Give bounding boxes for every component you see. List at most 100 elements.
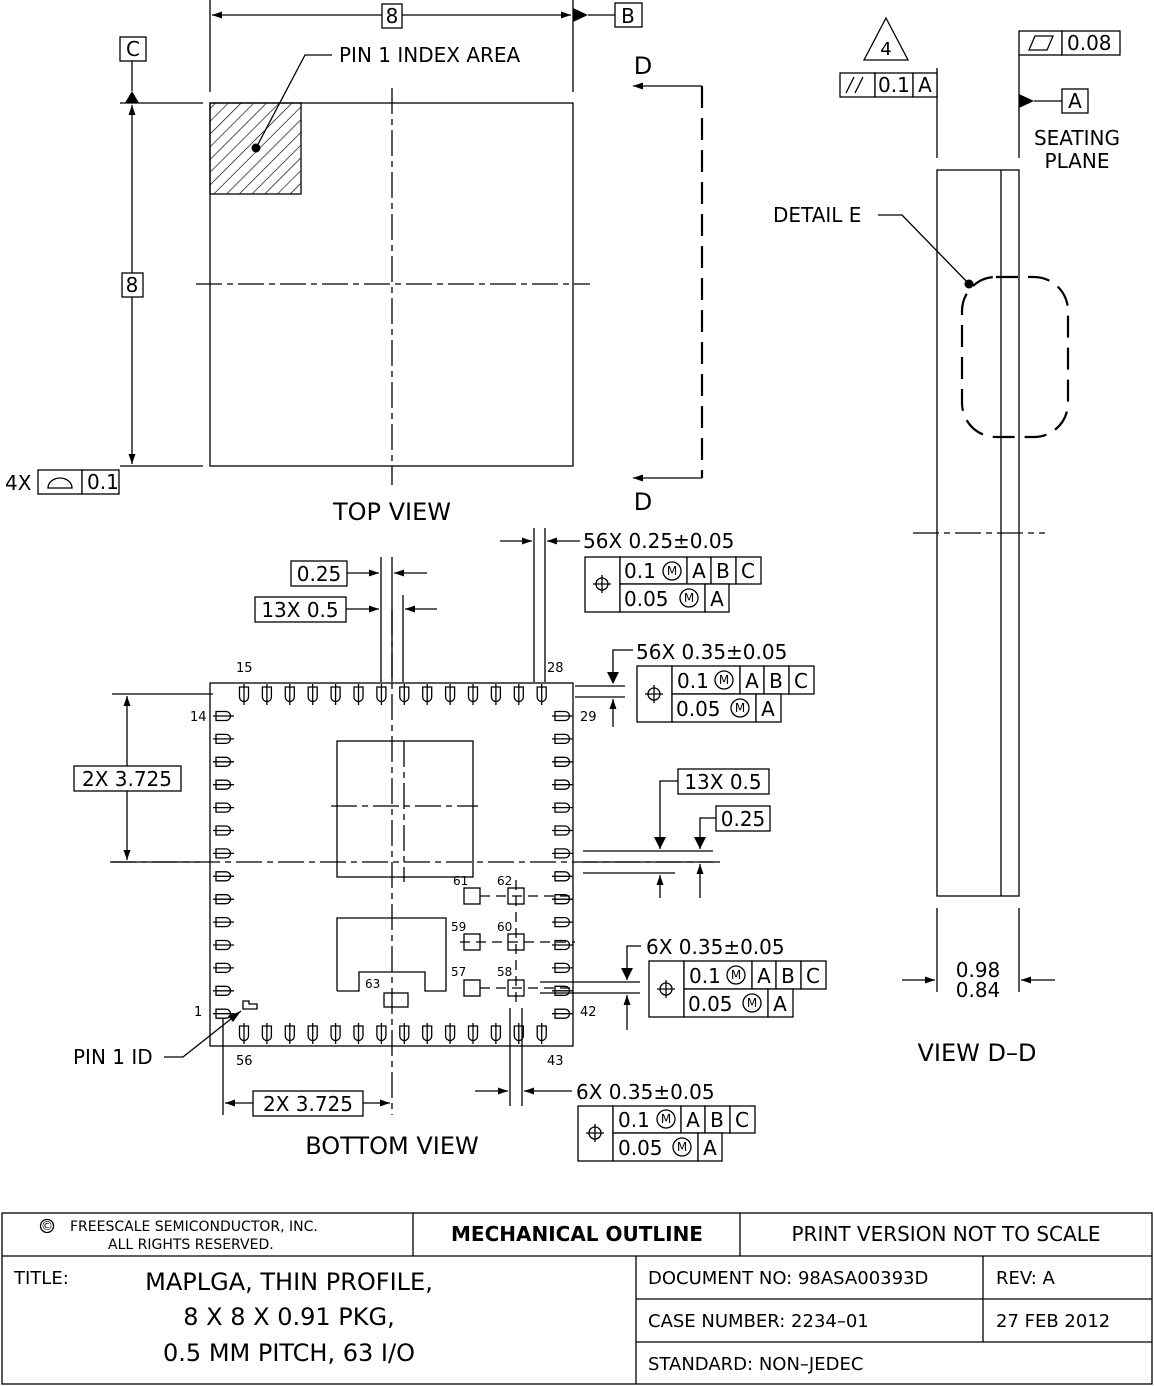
datum-a: A	[1068, 89, 1082, 113]
svg-text:M: M	[684, 591, 694, 605]
revision: REV: A	[996, 1268, 1056, 1289]
pin-15: 15	[236, 661, 253, 676]
pad	[238, 1023, 250, 1044]
mmc-modifier-icon	[662, 561, 682, 581]
parallelism-datum: A	[918, 73, 932, 97]
pad	[213, 916, 234, 928]
parallelism-tol: 0.1	[878, 73, 910, 97]
pad	[213, 939, 234, 951]
pin-29: 29	[580, 710, 597, 725]
fcf-corner-pad-right: 0.1 M A B C 0.05 M A	[648, 960, 827, 1018]
svg-text:A: A	[686, 1108, 700, 1132]
pad	[444, 1023, 456, 1044]
pad	[213, 779, 234, 790]
profile-tol: 0.1	[87, 470, 119, 494]
pin1-id-mark	[242, 1000, 258, 1010]
pad	[444, 684, 456, 705]
profile-count: 4X	[5, 471, 32, 495]
pin-61: 61	[453, 874, 468, 888]
pad	[513, 1023, 524, 1044]
pitch-top: 13X 0.5	[261, 598, 338, 622]
svg-text:0.1: 0.1	[689, 964, 721, 988]
svg-text:C: C	[735, 1108, 749, 1132]
svg-text:0.05: 0.05	[676, 697, 721, 721]
pad	[552, 1008, 573, 1019]
svg-text:A: A	[745, 669, 759, 693]
section-label-d-top: D	[634, 52, 652, 80]
pin-28: 28	[547, 661, 564, 676]
corner-pad-size-bottom: 6X 0.35±0.05	[576, 1080, 715, 1104]
top-height-dim: 8	[126, 273, 139, 297]
svg-text:C: C	[741, 559, 755, 583]
pin-42: 42	[580, 1005, 597, 1020]
svg-text:0.05: 0.05	[688, 992, 733, 1016]
fcf-corner-pad-bottom: 0.1 M A B C 0.05 M A	[577, 1105, 756, 1162]
pad	[490, 1023, 502, 1044]
pad-width-right: 0.25	[721, 807, 766, 831]
top-view-label: TOP VIEW	[332, 498, 451, 526]
pad	[552, 962, 573, 974]
pad	[353, 684, 364, 705]
pad	[422, 684, 433, 705]
pad	[552, 733, 573, 745]
pad	[552, 985, 573, 996]
pad	[213, 825, 234, 836]
svg-text:C: C	[806, 964, 820, 988]
svg-text:0.1: 0.1	[624, 559, 656, 583]
parallelism-icon	[845, 76, 855, 94]
pad	[261, 684, 273, 705]
lower-feature	[336, 917, 447, 992]
pin-62: 62	[497, 874, 512, 888]
mmc-modifier-icon	[726, 965, 746, 985]
pad	[552, 894, 573, 905]
pad	[213, 756, 234, 767]
pin-57: 57	[451, 965, 466, 979]
title-line3: 0.5 MM PITCH, 63 I/O	[163, 1339, 415, 1367]
datum-b: B	[621, 4, 635, 28]
side-view: 4 0.1 A 0.08 A SEATING PLANE DETAIL E 0.…	[773, 16, 1121, 1067]
mmc-modifier-icon	[656, 1109, 676, 1129]
half-span-bottom: 2X 3.725	[263, 1092, 353, 1116]
corner-pad-size-right: 6X 0.35±0.05	[646, 935, 785, 959]
pad	[213, 733, 234, 745]
fcf-pad-size-right: 0.1 M A B C 0.05 M A	[636, 665, 815, 723]
pad	[213, 1008, 234, 1019]
pad	[552, 756, 573, 767]
pad	[284, 684, 295, 705]
svg-text:A: A	[710, 587, 724, 611]
pad	[213, 962, 234, 974]
half-span-left: 2X 3.725	[82, 767, 172, 791]
standard: STANDARD: NON–JEDEC	[648, 1354, 863, 1375]
title-label: TITLE:	[13, 1268, 69, 1289]
pad	[376, 684, 387, 705]
pad	[376, 1023, 387, 1044]
svg-text:A: A	[773, 992, 787, 1016]
pad	[552, 916, 573, 928]
svg-text:M: M	[677, 1140, 687, 1154]
top-width-dim: 8	[386, 4, 399, 28]
svg-text:B: B	[781, 964, 795, 988]
fcf-pad-size-top: 0.1 M A B C 0.05 M A	[584, 556, 762, 613]
pad	[238, 684, 250, 705]
pin-43: 43	[547, 1054, 564, 1069]
pad	[422, 1023, 433, 1044]
pad	[330, 684, 341, 705]
mechanical-outline: MECHANICAL OUTLINE	[451, 1222, 703, 1246]
svg-text:A: A	[761, 697, 775, 721]
pin-56: 56	[236, 1054, 253, 1069]
svg-text:B: B	[769, 669, 783, 693]
pad-width-top: 0.25	[297, 562, 342, 586]
document-no: DOCUMENT NO: 98ASA00393D	[648, 1268, 928, 1289]
seating-plane-line1: SEATING	[1034, 126, 1120, 150]
pin-1: 1	[194, 1005, 202, 1020]
top-view: 8 B 8 C PIN 1 INDEX AREA D D 4X 0.1 TOP …	[5, 0, 704, 526]
pad	[307, 1023, 318, 1044]
pin1-id-label: PIN 1 ID	[73, 1045, 153, 1069]
bottom-view: 15 28 14 29 1 42 56 43 61 62 59 60 57 58…	[73, 528, 827, 1162]
pad	[552, 848, 573, 859]
case-number: CASE NUMBER: 2234–01	[648, 1311, 869, 1332]
svg-text:0.05: 0.05	[618, 1136, 663, 1160]
svg-text:M: M	[747, 996, 757, 1010]
pad	[536, 1023, 547, 1044]
